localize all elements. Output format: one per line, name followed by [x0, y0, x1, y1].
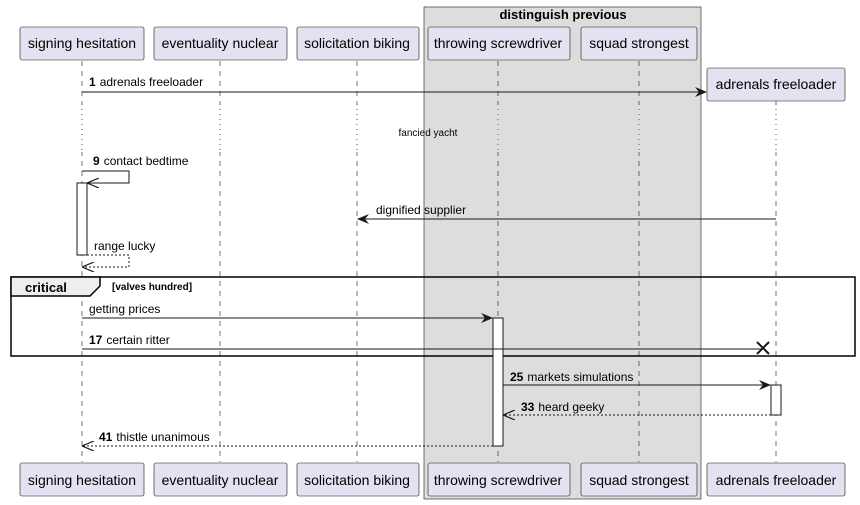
participant-adrenals-freeloader-created: adrenals freeloader — [706, 67, 846, 102]
participant-adrenals-freeloader-bottom: adrenals freeloader — [706, 462, 846, 497]
message-9-label: 9 contact bedtime — [93, 154, 189, 168]
participant-signing-hesitation-top: signing hesitation — [19, 26, 145, 61]
participant-label: squad strongest — [589, 472, 689, 488]
activation-throwing-screwdriver — [492, 317, 504, 447]
participant-solicitation-biking-top: solicitation biking — [296, 26, 420, 61]
message-range-lucky-arrow — [83, 254, 130, 267]
participant-label: squad strongest — [589, 35, 689, 51]
destroy-x-icon — [756, 341, 770, 355]
participant-label: solicitation biking — [304, 35, 410, 51]
participant-throwing-screwdriver-bottom: throwing screwdriver — [427, 462, 571, 497]
message-9-arrow — [82, 170, 130, 183]
message-getting-prices-label: getting prices — [89, 302, 160, 316]
participant-squad-strongest-bottom: squad strongest — [580, 462, 698, 497]
message-41-text: thistle unanimous — [116, 430, 209, 444]
message-17-text: certain ritter — [106, 333, 169, 347]
message-17-number: 17 — [89, 333, 103, 347]
participant-eventuality-nuclear-top: eventuality nuclear — [153, 26, 288, 61]
message-1-text: adrenals freeloader — [100, 75, 203, 89]
delay-dots — [81, 104, 777, 152]
participant-label: adrenals freeloader — [716, 76, 837, 92]
participant-label: signing hesitation — [28, 472, 136, 488]
participant-squad-strongest-top: squad strongest — [580, 26, 698, 61]
participant-label: throwing screwdriver — [434, 35, 563, 51]
message-1-number: 1 — [89, 75, 96, 89]
participant-solicitation-biking-bottom: solicitation biking — [296, 462, 420, 497]
participant-throwing-screwdriver-top: throwing screwdriver — [427, 26, 571, 61]
participant-signing-hesitation-bottom: signing hesitation — [19, 462, 145, 497]
message-dignified-supplier-label: dignified supplier — [376, 203, 466, 217]
participant-label: solicitation biking — [304, 472, 410, 488]
message-9-text: contact bedtime — [104, 154, 189, 168]
participant-label: eventuality nuclear — [162, 472, 279, 488]
activation-adrenals-freeloader — [770, 384, 782, 416]
message-25-number: 25 — [510, 370, 524, 384]
critical-fragment — [10, 276, 856, 357]
activation-signing-hesitation — [76, 182, 88, 256]
message-33-number: 33 — [521, 400, 535, 414]
participant-eventuality-nuclear-bottom: eventuality nuclear — [153, 462, 288, 497]
critical-fragment-keyword: critical — [25, 280, 67, 295]
participant-label: throwing screwdriver — [434, 472, 563, 488]
message-33-text: heard geeky — [538, 400, 604, 414]
message-41-number: 41 — [99, 430, 113, 444]
participant-label: eventuality nuclear — [162, 35, 279, 51]
message-range-lucky-label: range lucky — [94, 239, 155, 253]
participant-label: signing hesitation — [28, 35, 136, 51]
participant-label: adrenals freeloader — [716, 472, 837, 488]
message-9-number: 9 — [93, 154, 100, 168]
participant-group-box — [423, 6, 702, 500]
critical-fragment-tab — [10, 276, 101, 297]
message-25-text: markets simulations — [527, 370, 633, 384]
participant-group-title: distinguish previous — [499, 7, 626, 22]
delay-label: fancied yacht — [399, 128, 458, 139]
message-1-label: 1 adrenals freeloader — [89, 75, 203, 89]
critical-fragment-guard: [valves hundred] — [112, 282, 192, 293]
